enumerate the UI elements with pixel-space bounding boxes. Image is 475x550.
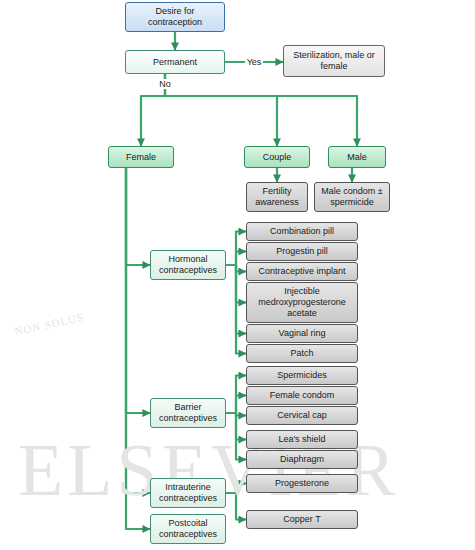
- flow-arrow: [226, 265, 246, 354]
- node-text: Fertility awareness: [251, 186, 303, 208]
- flow-arrow: [126, 168, 150, 413]
- flow-arrow: [226, 484, 246, 494]
- node-text: Hormonal contraceptives: [155, 254, 221, 276]
- node-text: Diaphragm: [280, 454, 324, 465]
- flow-arrow: [165, 74, 277, 146]
- method-box: Fertility awareness: [246, 182, 308, 212]
- group-box: Male: [328, 146, 386, 168]
- flow-arrow: [226, 413, 246, 460]
- category-box: Intrauterine contraceptives: [150, 478, 226, 508]
- method-box: Progesterone: [246, 474, 358, 493]
- flow-arrow: [165, 74, 357, 146]
- category-box: Postcoital contraceptives: [150, 514, 226, 544]
- method-box: Copper T: [246, 510, 358, 529]
- flow-arrow: [126, 168, 150, 265]
- method-box: Progestin pill: [246, 242, 358, 261]
- flow-arrow: [276, 168, 278, 182]
- flow-arrow: [226, 376, 246, 414]
- node-text: Male: [347, 152, 367, 163]
- method-box: Injectible medroxyprogesterone acetate: [246, 282, 358, 323]
- flow-arrow: [226, 396, 246, 414]
- method-box: Contraceptive implant: [246, 262, 358, 281]
- node-text: Female condom: [270, 390, 335, 401]
- node-text: Patch: [290, 348, 313, 359]
- node-text: Lea's shield: [278, 434, 325, 445]
- method-box: Female condom: [246, 386, 358, 405]
- flow-arrow: [226, 232, 246, 266]
- node-text: Barrier contraceptives: [155, 402, 221, 424]
- method-box: Lea's shield: [246, 430, 358, 449]
- flow-arrow: [126, 168, 150, 529]
- node-text: Vaginal ring: [279, 328, 326, 339]
- method-box: Vaginal ring: [246, 324, 358, 343]
- outcome-box: Sterilization, male or female: [283, 45, 385, 77]
- node-text: Injectible medroxyprogesterone acetate: [251, 286, 353, 319]
- node-text: Cervical cap: [277, 410, 327, 421]
- category-box: Hormonal contraceptives: [150, 250, 226, 280]
- group-box: Couple: [244, 146, 310, 168]
- flow-arrow: [351, 168, 353, 182]
- node-text: Intrauterine contraceptives: [155, 482, 221, 504]
- node-text: Spermicides: [277, 370, 327, 381]
- node-text: Combination pill: [270, 226, 334, 237]
- method-box: Combination pill: [246, 222, 358, 241]
- flow-arrow: [226, 493, 246, 520]
- watermark-text: NON SOLUS: [14, 311, 85, 337]
- node-text: Progestin pill: [276, 246, 328, 257]
- flow-arrow: [126, 168, 150, 493]
- node-text: Couple: [263, 152, 292, 163]
- node-text: Contraceptive implant: [258, 266, 345, 277]
- method-box: Male condom ± spermicide: [314, 182, 390, 212]
- method-box: Spermicides: [246, 366, 358, 385]
- start-box: Desire for contraception: [125, 2, 225, 32]
- method-box: Diaphragm: [246, 450, 358, 469]
- edge-label: Yes: [245, 57, 264, 67]
- method-box: Patch: [246, 344, 358, 363]
- node-text: Male condom ± spermicide: [319, 186, 385, 208]
- node-text: Permanent: [153, 57, 197, 68]
- category-box: Barrier contraceptives: [150, 398, 226, 428]
- node-text: Female: [126, 152, 156, 163]
- node-text: Progesterone: [275, 478, 329, 489]
- group-box: Female: [108, 146, 174, 168]
- edge-label: No: [157, 79, 173, 89]
- node-text: Postcoital contraceptives: [155, 518, 221, 540]
- flow-arrow: [174, 32, 176, 50]
- flow-arrow: [226, 252, 246, 266]
- node-text: Sterilization, male or female: [288, 50, 380, 72]
- node-text: Copper T: [283, 514, 320, 525]
- decision-box: Permanent: [125, 50, 225, 74]
- method-box: Cervical cap: [246, 406, 358, 425]
- node-text: Desire for contraception: [130, 6, 220, 28]
